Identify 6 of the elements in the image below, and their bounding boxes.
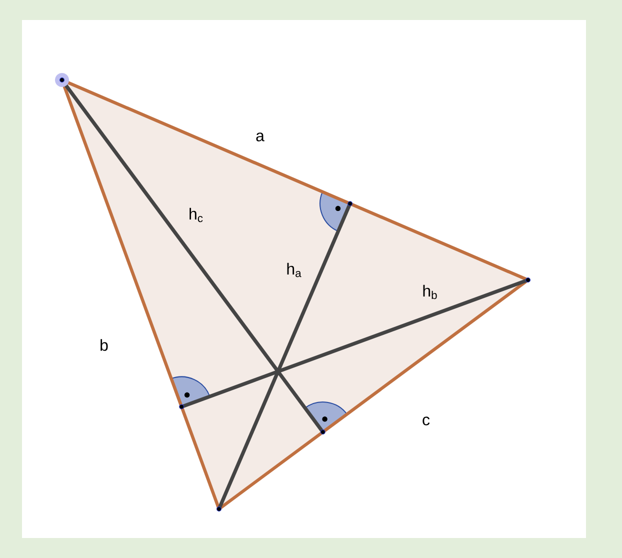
side-label: a <box>256 132 264 142</box>
side-label: h$_{a}$ <box>287 262 302 278</box>
side-label: c <box>422 416 430 426</box>
side-label: h$_{b}$ <box>423 284 437 300</box>
side-label: h$_{c}$ <box>190 208 203 222</box>
side-label: b <box>100 339 108 351</box>
